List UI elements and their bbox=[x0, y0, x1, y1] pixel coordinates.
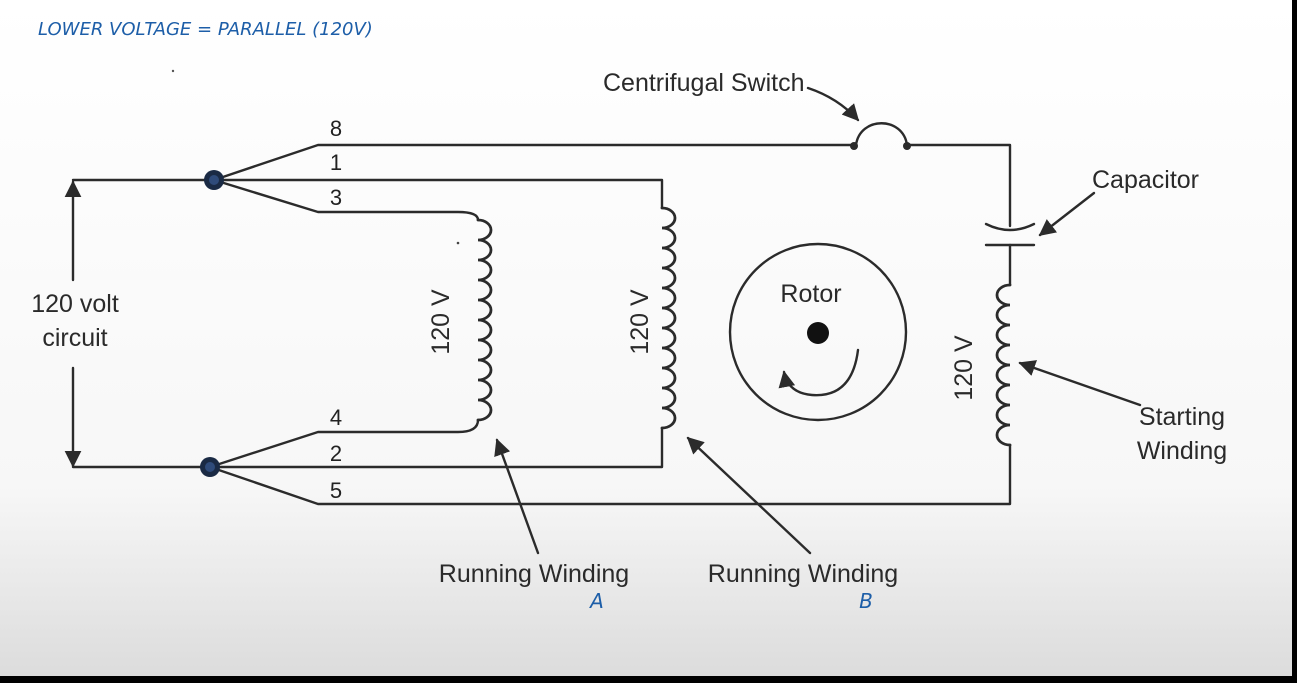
lead-1-wire bbox=[212, 178, 664, 210]
starting-winding-voltage: 120 V bbox=[950, 335, 978, 401]
capacitor-label: Capacitor bbox=[1092, 166, 1199, 194]
starting-winding-coil bbox=[995, 283, 1012, 447]
centrifugal-switch-pointer bbox=[806, 86, 860, 122]
stray-dot bbox=[171, 69, 175, 73]
running-winding-b-pointer bbox=[686, 436, 812, 555]
handwritten-letter-b: B bbox=[859, 589, 873, 613]
terminal-top-inner bbox=[209, 175, 219, 185]
centrifugal-switch bbox=[854, 122, 909, 147]
supply-label-line2: circuit bbox=[42, 324, 107, 352]
running-winding-a-label: Running Winding bbox=[439, 560, 629, 588]
starting-winding-label-line1: Starting bbox=[1139, 403, 1225, 431]
lead-number-2: 2 bbox=[330, 441, 342, 466]
lead-5-wire bbox=[208, 443, 1012, 506]
lead-3-wire bbox=[212, 178, 480, 222]
lead-number-4: 4 bbox=[330, 405, 342, 430]
terminal-bottom-inner bbox=[205, 462, 215, 472]
capacitor-pointer bbox=[1038, 191, 1096, 237]
rotor-shaft bbox=[807, 322, 829, 344]
starting-winding-label-line2: Winding bbox=[1137, 437, 1227, 465]
annotation-lower-voltage: LOWER VOLTAGE = PARALLEL (120V) bbox=[38, 19, 373, 40]
handwritten-letter-a: A bbox=[588, 589, 604, 613]
rotor-rotation-arrow bbox=[778, 348, 860, 397]
switch-to-capacitor-wire bbox=[905, 143, 1012, 228]
switch-contact-left bbox=[850, 142, 858, 150]
lead-2-wire bbox=[208, 426, 664, 469]
lead-number-8: 8 bbox=[330, 116, 342, 141]
supply-label-line1: 120 volt bbox=[31, 290, 119, 318]
running-winding-a-pointer bbox=[494, 438, 540, 555]
running-winding-b-coil bbox=[660, 206, 677, 430]
lead-number-3: 3 bbox=[330, 185, 342, 210]
rotor-circle bbox=[728, 242, 908, 422]
starting-winding-pointer bbox=[1018, 360, 1142, 407]
lead-4-wire bbox=[208, 418, 480, 469]
lead-number-5: 5 bbox=[330, 478, 342, 503]
lead-number-1: 1 bbox=[330, 150, 342, 175]
centrifugal-switch-label: Centrifugal Switch bbox=[603, 69, 804, 97]
stray-dot-coil bbox=[456, 241, 460, 245]
rotor-label: Rotor bbox=[780, 280, 841, 308]
winding-a-voltage: 120 V bbox=[427, 289, 455, 355]
lead-8-wire bbox=[212, 143, 856, 182]
winding-b-voltage: 120 V bbox=[626, 289, 654, 355]
running-winding-a-coil bbox=[476, 218, 493, 422]
capacitor-curved-plate bbox=[984, 222, 1036, 232]
running-winding-b-label: Running Winding bbox=[708, 560, 898, 588]
